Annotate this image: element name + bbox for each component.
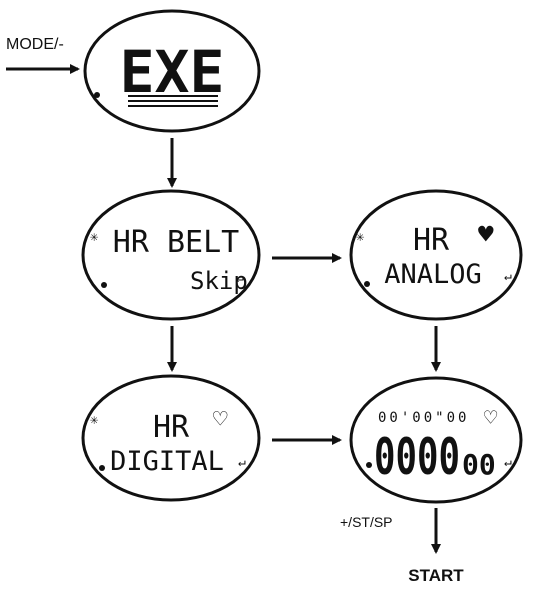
- mode-dot: [101, 282, 107, 288]
- start-button-label: +/ST/SP: [340, 514, 393, 530]
- screen-exe: EXE: [83, 9, 261, 133]
- start-label: START: [408, 566, 464, 585]
- sparkle-icon: ✳: [90, 412, 99, 428]
- screen-time: 00'00"00 0000 00 ♡ ↵: [349, 376, 523, 504]
- enter-arrow-icon: ↵: [504, 455, 512, 470]
- mode-dot: [94, 92, 100, 98]
- hr-analog-line2: ANALOG: [384, 259, 482, 290]
- heart-filled-icon: ♥: [478, 220, 494, 250]
- screen-hr-digital: ✳ HR ♡ DIGITAL ↵: [81, 374, 261, 502]
- enter-arrow-icon: ↵: [504, 269, 512, 284]
- time-digits-hundredths: 00: [462, 448, 496, 481]
- enter-arrow-icon: ↵: [236, 271, 244, 286]
- sparkle-icon: ✳: [90, 229, 99, 245]
- mode-dot: [366, 462, 372, 468]
- screen-hr-belt: ✳ HR BELT Skip ↵: [81, 189, 261, 321]
- mode-dot: [99, 465, 105, 471]
- heart-outline-icon: ♡: [484, 406, 497, 431]
- hr-belt-skip: Skip: [190, 267, 248, 295]
- hr-digital-line1: HR: [153, 410, 190, 445]
- sparkle-icon: ✳: [356, 229, 365, 245]
- heart-outline-icon: ♡: [213, 405, 228, 433]
- screen-hr-analog: ✳ HR ♥ ANALOG ↵: [349, 189, 523, 321]
- time-digits-small: 00'00"00: [378, 410, 469, 426]
- hr-belt-line1: HR BELT: [113, 225, 239, 260]
- exe-text: EXE: [120, 38, 225, 106]
- exe-stripes: [128, 95, 218, 107]
- time-digits-big: 0000: [374, 428, 460, 486]
- mode-button-label: MODE/-: [6, 36, 64, 53]
- hr-digital-line2: DIGITAL: [110, 446, 224, 477]
- enter-arrow-icon: ↵: [238, 455, 246, 470]
- mode-dot: [364, 281, 370, 287]
- hr-analog-line1: HR: [413, 223, 450, 258]
